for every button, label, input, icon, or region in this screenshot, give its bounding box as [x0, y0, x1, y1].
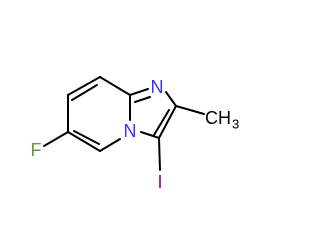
bond-c2-methyl: [175, 105, 205, 115]
atom-iodine: I: [157, 172, 162, 192]
atom-methyl-subscript: 3: [232, 117, 239, 132]
bond-c6-c5-double: [73, 130, 100, 145]
bond-c8a-c8: [99, 76, 131, 96]
atom-fluorine: F: [31, 140, 42, 160]
bond-c8-c7: [67, 76, 101, 96]
bond-c8a-n1-double: [134, 96, 151, 103]
molecule-diagram: N N F I CH 3: [31, 76, 240, 192]
bond-c3-n4: [140, 131, 160, 139]
atom-labels: N N F I CH 3: [31, 77, 240, 192]
bond-n1-c2: [165, 91, 177, 107]
atom-n-imidazole: N: [151, 77, 164, 97]
bond-c6-c5: [67, 131, 101, 152]
atom-n-bridge: N: [124, 121, 137, 141]
atom-methyl: CH: [205, 108, 231, 128]
bond-c8a-n1: [129, 88, 149, 96]
bond-c8-c7-double: [71, 84, 98, 101]
bonds: [43, 76, 205, 171]
bond-c5-n4: [99, 138, 121, 152]
bond-c3-i: [158, 137, 161, 171]
bond-c2-c3-double: [153, 109, 170, 136]
bond-c6-f: [43, 131, 69, 147]
structure-canvas: N N F I CH 3: [31, 76, 240, 192]
bond-c2-c3: [158, 105, 177, 139]
